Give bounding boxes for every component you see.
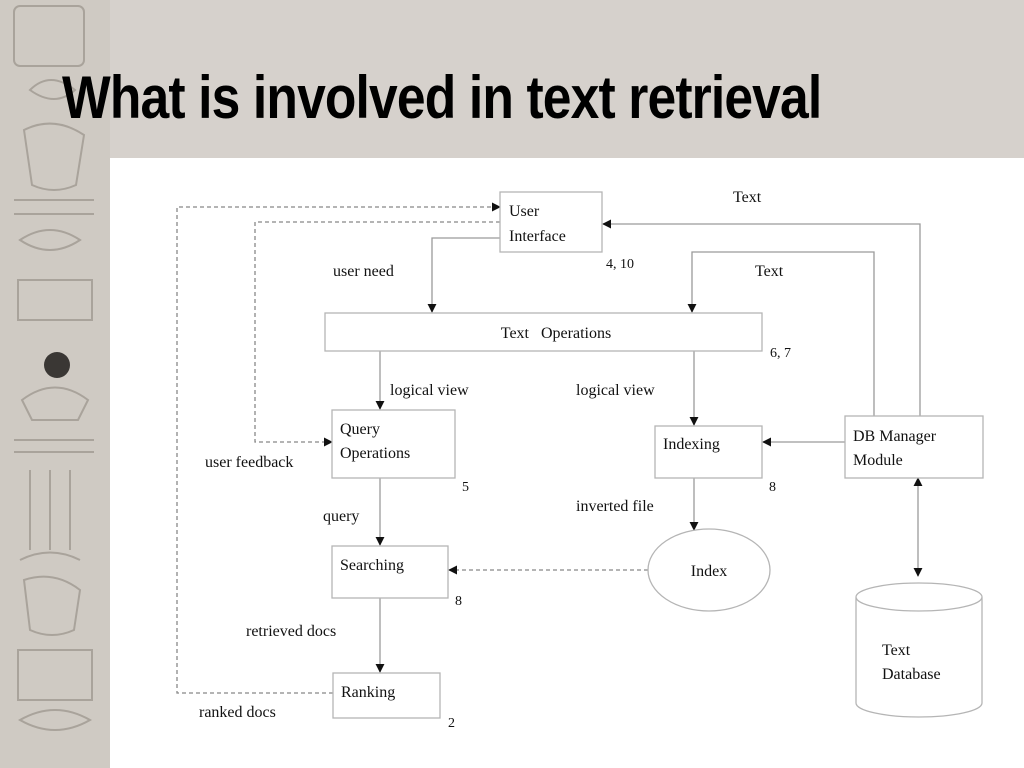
title-bar xyxy=(110,0,1024,158)
edge-label-logical-view-left: logical view xyxy=(390,382,469,399)
text-database-label-line1: Text xyxy=(882,642,911,659)
edge-db-text-to-textops xyxy=(687,251,875,416)
node-ranking xyxy=(332,672,441,719)
searching-label: Searching xyxy=(340,557,404,574)
indexing-label: Indexing xyxy=(663,436,720,453)
node-query-operations xyxy=(331,409,456,479)
edge-label-retrieved-docs: retrieved docs xyxy=(246,623,336,640)
edge-label-text-mid: Text xyxy=(755,263,784,280)
sun-disk-icon xyxy=(44,352,70,378)
section-number-searching: 8 xyxy=(455,594,462,609)
text-operations-label: Text Operations xyxy=(501,325,611,342)
section-number-ranking: 2 xyxy=(448,716,455,731)
node-indexing xyxy=(654,425,763,479)
section-number-user-interface: 4, 10 xyxy=(606,257,634,272)
edge-ranked-docs-feedback xyxy=(176,202,501,694)
node-text-operations xyxy=(324,312,763,352)
query-operations-label-line1: Query xyxy=(340,421,380,438)
edge-ui-to-textops xyxy=(427,237,500,313)
edge-label-query: query xyxy=(323,508,359,525)
edge-label-text-top: Text xyxy=(733,189,762,206)
edge-label-inverted-file: inverted file xyxy=(576,498,654,515)
edge-db-text-to-ui xyxy=(602,219,921,416)
user-interface-label-line1: User xyxy=(509,203,540,220)
node-text-database xyxy=(855,582,983,718)
index-label: Index xyxy=(691,563,727,580)
hieroglyph-decoration xyxy=(13,5,94,731)
ranking-label: Ranking xyxy=(341,684,395,701)
text-database-label-line2: Database xyxy=(882,666,941,683)
node-index xyxy=(647,528,771,612)
edge-label-user-need: user need xyxy=(333,263,394,280)
db-manager-label-line2: Module xyxy=(853,452,903,469)
node-searching xyxy=(331,545,449,599)
edge-user-feedback xyxy=(254,221,500,447)
section-number-text-operations: 6, 7 xyxy=(770,346,791,361)
node-db-manager xyxy=(844,415,984,479)
edge-label-logical-view-right: logical view xyxy=(576,382,655,399)
edge-label-user-feedback: user feedback xyxy=(205,454,293,471)
edge-label-ranked-docs: ranked docs xyxy=(199,704,276,721)
section-number-indexing: 8 xyxy=(769,480,776,495)
section-number-query-operations: 5 xyxy=(462,480,469,495)
db-manager-label-line1: DB Manager xyxy=(853,428,937,445)
query-operations-label-line2: Operations xyxy=(340,445,410,462)
slide-title: What is involved in text retrieval xyxy=(62,64,822,131)
user-interface-label-line2: Interface xyxy=(509,228,566,245)
hieroglyph-side-panel xyxy=(0,0,110,768)
node-user-interface xyxy=(499,191,603,253)
